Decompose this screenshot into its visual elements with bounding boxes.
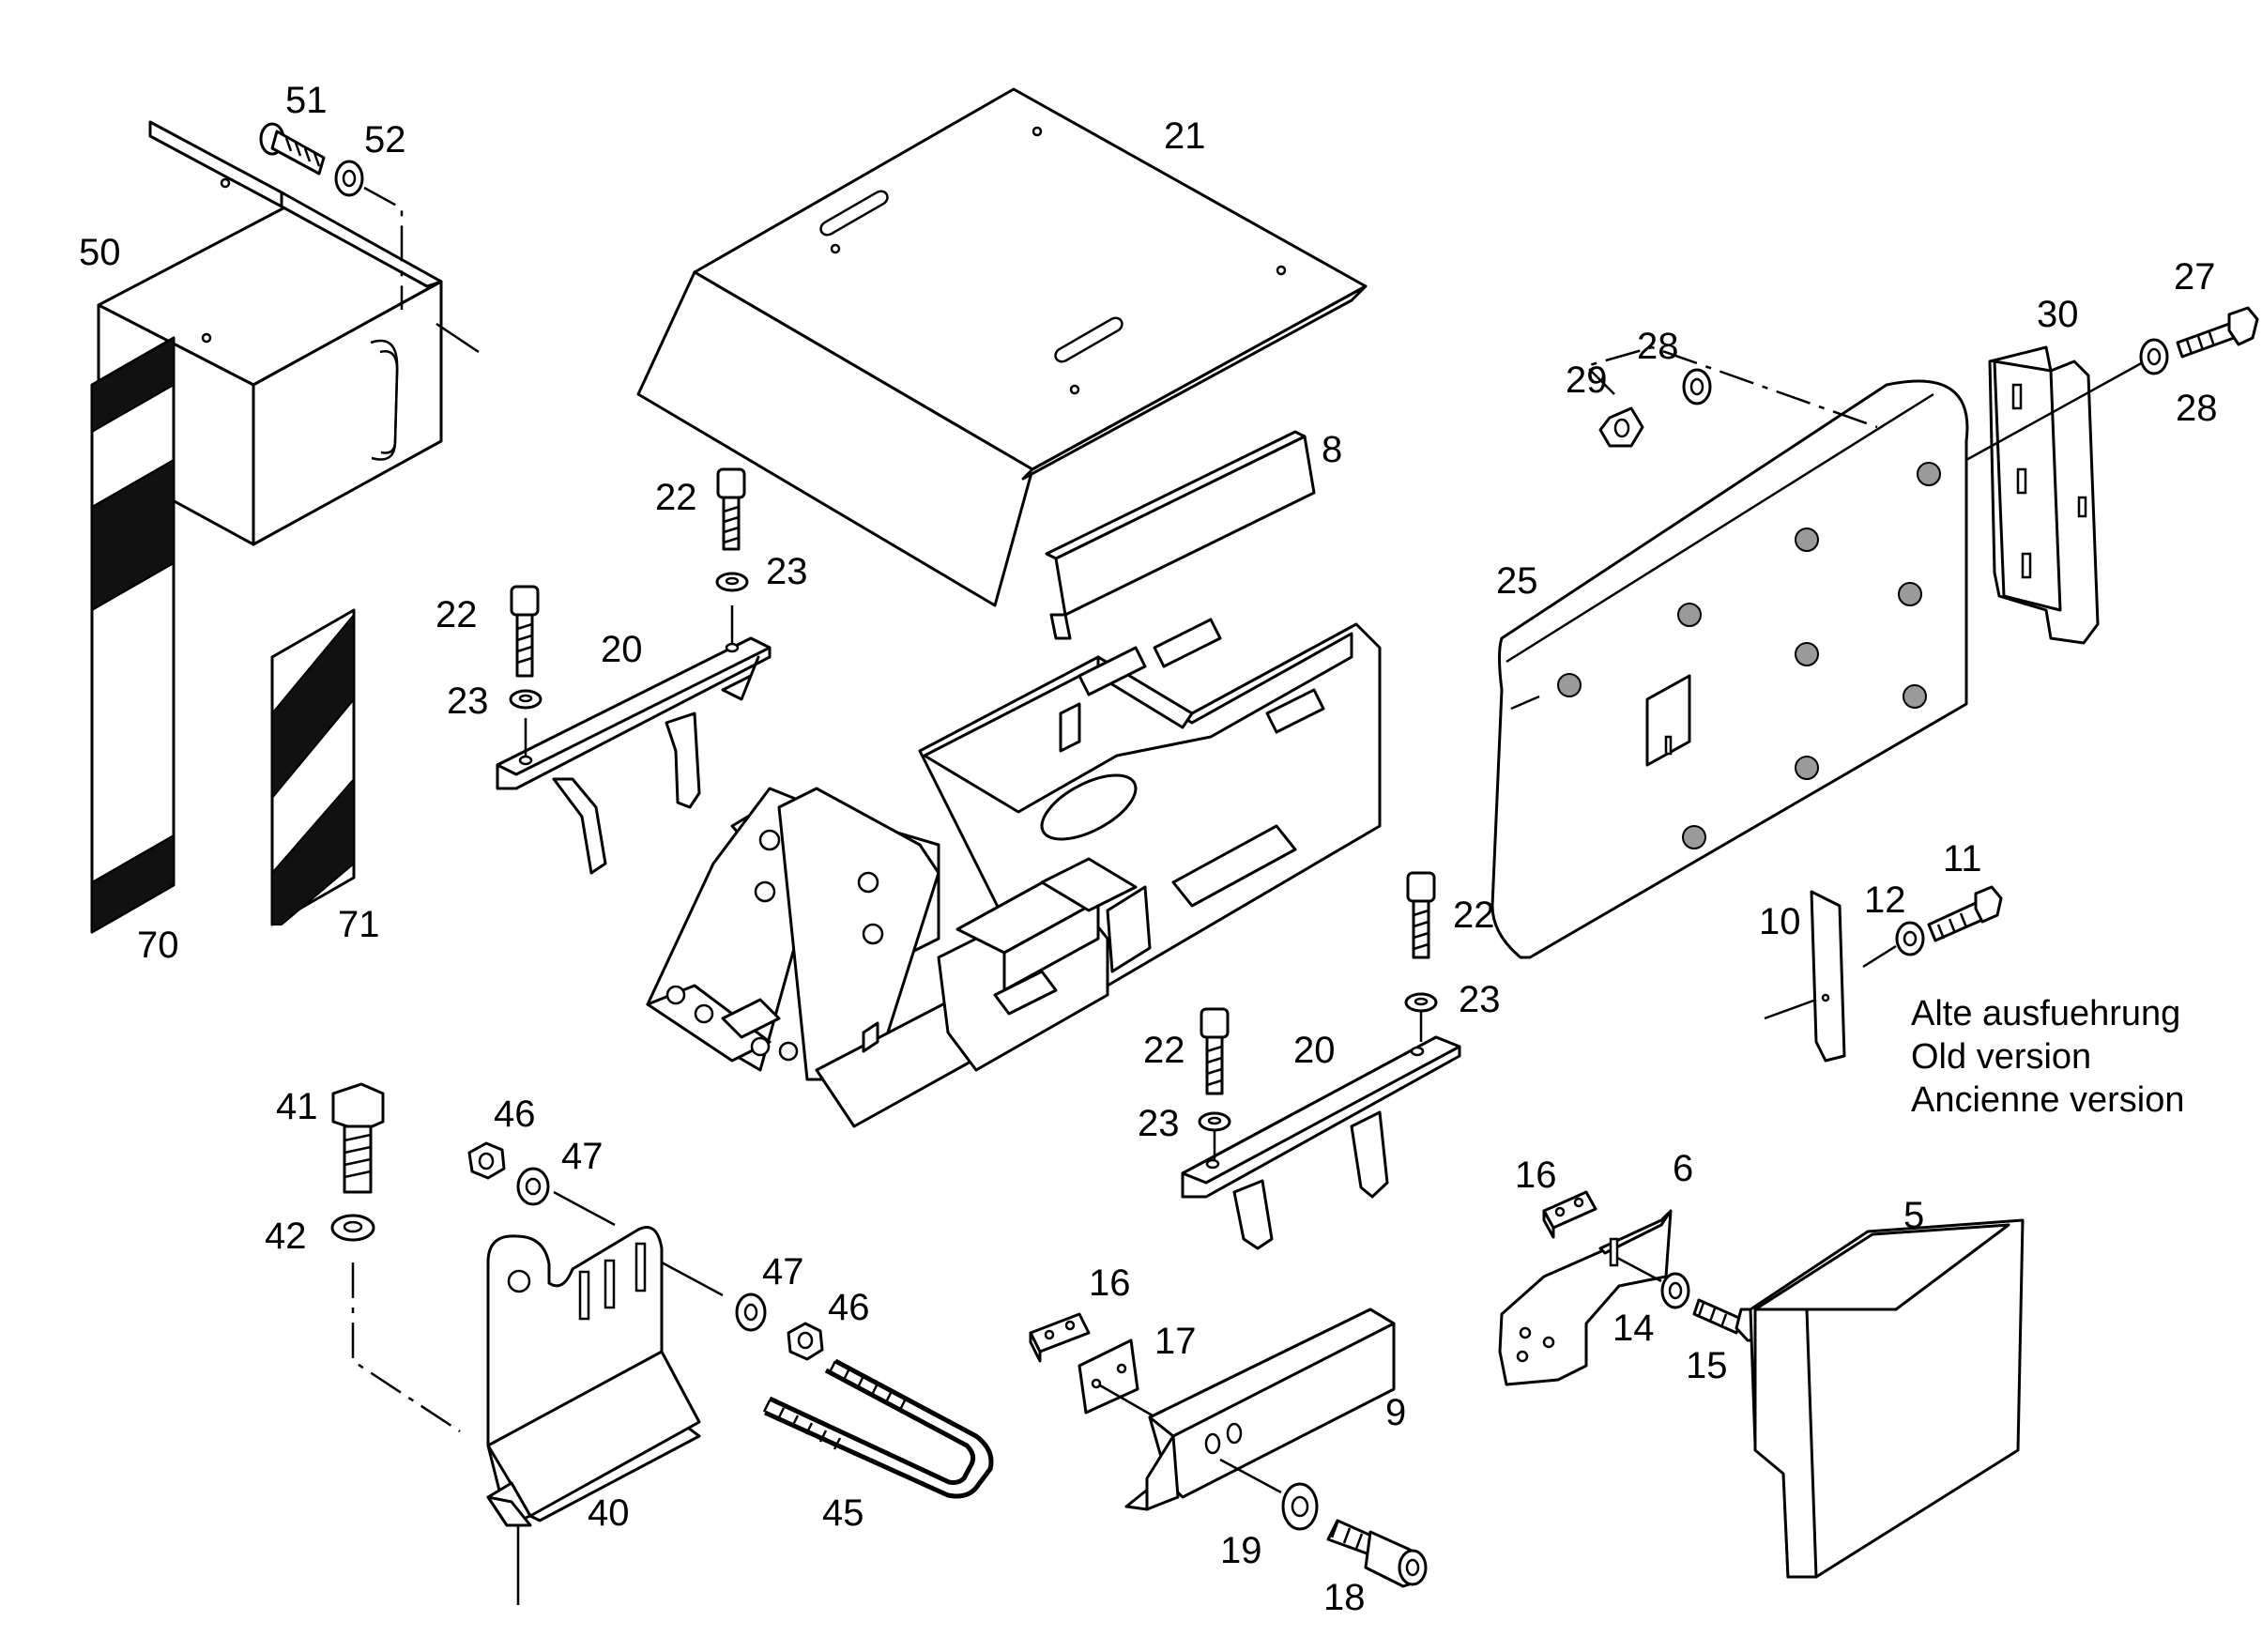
screw-22-d <box>1200 1007 1230 1159</box>
side-panel-5 <box>1749 1218 2025 1579</box>
label-15: 15 <box>1686 1345 1728 1386</box>
label-51: 51 <box>285 80 328 121</box>
note-line-german: Alte ausfuehrung <box>1911 994 2180 1033</box>
washer-28-a <box>1682 368 1712 405</box>
label-40: 40 <box>588 1492 630 1534</box>
label-23d: 23 <box>1138 1103 1180 1144</box>
washer-47-a <box>516 1167 616 1227</box>
label-20a: 20 <box>601 629 643 670</box>
label-52: 52 <box>364 119 406 161</box>
label-23c: 23 <box>1459 979 1501 1020</box>
washer-14 <box>1660 1272 1690 1309</box>
label-47a: 47 <box>561 1136 604 1177</box>
nut-46-b <box>787 1322 824 1361</box>
label-45: 45 <box>822 1492 864 1534</box>
screw-22-a <box>716 467 746 551</box>
bolt-51 <box>259 122 326 176</box>
label-18: 18 <box>1323 1577 1366 1618</box>
label-14: 14 <box>1612 1308 1655 1349</box>
warning-plate-70 <box>90 336 176 934</box>
label-71: 71 <box>338 904 380 945</box>
label-17: 17 <box>1154 1321 1197 1362</box>
bolt-27 <box>2176 306 2259 359</box>
washer-47-b <box>735 1293 767 1332</box>
label-16b: 16 <box>1515 1155 1557 1196</box>
nut-29 <box>1598 406 1644 448</box>
label-9: 9 <box>1385 1392 1406 1433</box>
label-42: 42 <box>265 1216 307 1257</box>
label-46a: 46 <box>494 1094 536 1135</box>
support-9 <box>1124 1308 1396 1511</box>
label-27: 27 <box>2174 256 2216 298</box>
bracket-40 <box>486 1226 724 1605</box>
main-frame <box>646 618 1382 1128</box>
label-28b: 28 <box>2176 388 2218 429</box>
label-25: 25 <box>1496 560 1538 602</box>
washer-23-d <box>1198 1111 1231 1132</box>
block-16-b <box>1542 1190 1597 1239</box>
counterweight-25 <box>1490 379 1969 959</box>
plate-6 <box>1498 1209 1673 1386</box>
label-10: 10 <box>1759 901 1801 942</box>
label-22c: 22 <box>1453 895 1495 936</box>
label-12: 12 <box>1864 880 1906 921</box>
bracket-30 <box>1965 345 2146 645</box>
washer-23-c <box>1404 992 1438 1013</box>
label-5: 5 <box>1903 1195 1924 1236</box>
note-line-english: Old version <box>1911 1037 2091 1077</box>
washer-23-a <box>715 572 749 592</box>
label-22d: 22 <box>1143 1030 1185 1071</box>
label-46b: 46 <box>828 1287 870 1328</box>
u-bolt-45 <box>762 1358 994 1499</box>
washer-42 <box>330 1214 375 1242</box>
bracket-20-upper <box>496 605 772 875</box>
nut-46-a <box>467 1141 506 1180</box>
screw-22-c <box>1406 871 1436 1042</box>
block-16-a <box>1029 1312 1091 1363</box>
label-16a: 16 <box>1089 1262 1131 1304</box>
part-labels: 51 52 50 21 8 22 23 22 20 23 70 71 29 28… <box>79 80 2218 1618</box>
label-41: 41 <box>276 1086 318 1127</box>
label-30: 30 <box>2037 294 2079 335</box>
label-29: 29 <box>1566 359 1608 401</box>
note-line-french: Ancienne version <box>1911 1080 2185 1120</box>
label-50: 50 <box>79 232 121 273</box>
engine-hood-21 <box>636 87 1368 607</box>
washer-23-b <box>509 689 543 710</box>
plate-10 <box>1764 890 1846 1063</box>
washer-52 <box>334 160 364 197</box>
washer-12 <box>1862 921 1925 969</box>
bolt-18 <box>1326 1519 1428 1588</box>
label-23b: 23 <box>447 681 489 722</box>
label-11: 11 <box>1943 838 1982 880</box>
label-23a: 23 <box>766 551 808 592</box>
washer-28-b <box>2139 338 2169 375</box>
label-28a: 28 <box>1637 326 1679 367</box>
label-8: 8 <box>1322 429 1342 470</box>
bracket-20-lower <box>1181 1035 1461 1250</box>
label-19: 19 <box>1220 1530 1262 1571</box>
warning-plate-71 <box>270 608 356 926</box>
label-21: 21 <box>1164 115 1206 157</box>
label-6: 6 <box>1673 1148 1693 1189</box>
bolt-11 <box>1927 885 2003 942</box>
cover-strip-8 <box>1045 430 1316 640</box>
label-47b: 47 <box>762 1251 804 1293</box>
washer-19 <box>1281 1482 1319 1531</box>
screw-22-b <box>510 585 540 678</box>
label-70: 70 <box>137 925 179 966</box>
label-20b: 20 <box>1293 1030 1336 1071</box>
label-22b: 22 <box>436 594 478 635</box>
label-22a: 22 <box>655 477 697 518</box>
old-version-note: Alte ausfuehrung Old version Ancienne ve… <box>1911 994 2185 1120</box>
plate-17 <box>1078 1338 1165 1424</box>
bolt-41 <box>331 1082 385 1194</box>
